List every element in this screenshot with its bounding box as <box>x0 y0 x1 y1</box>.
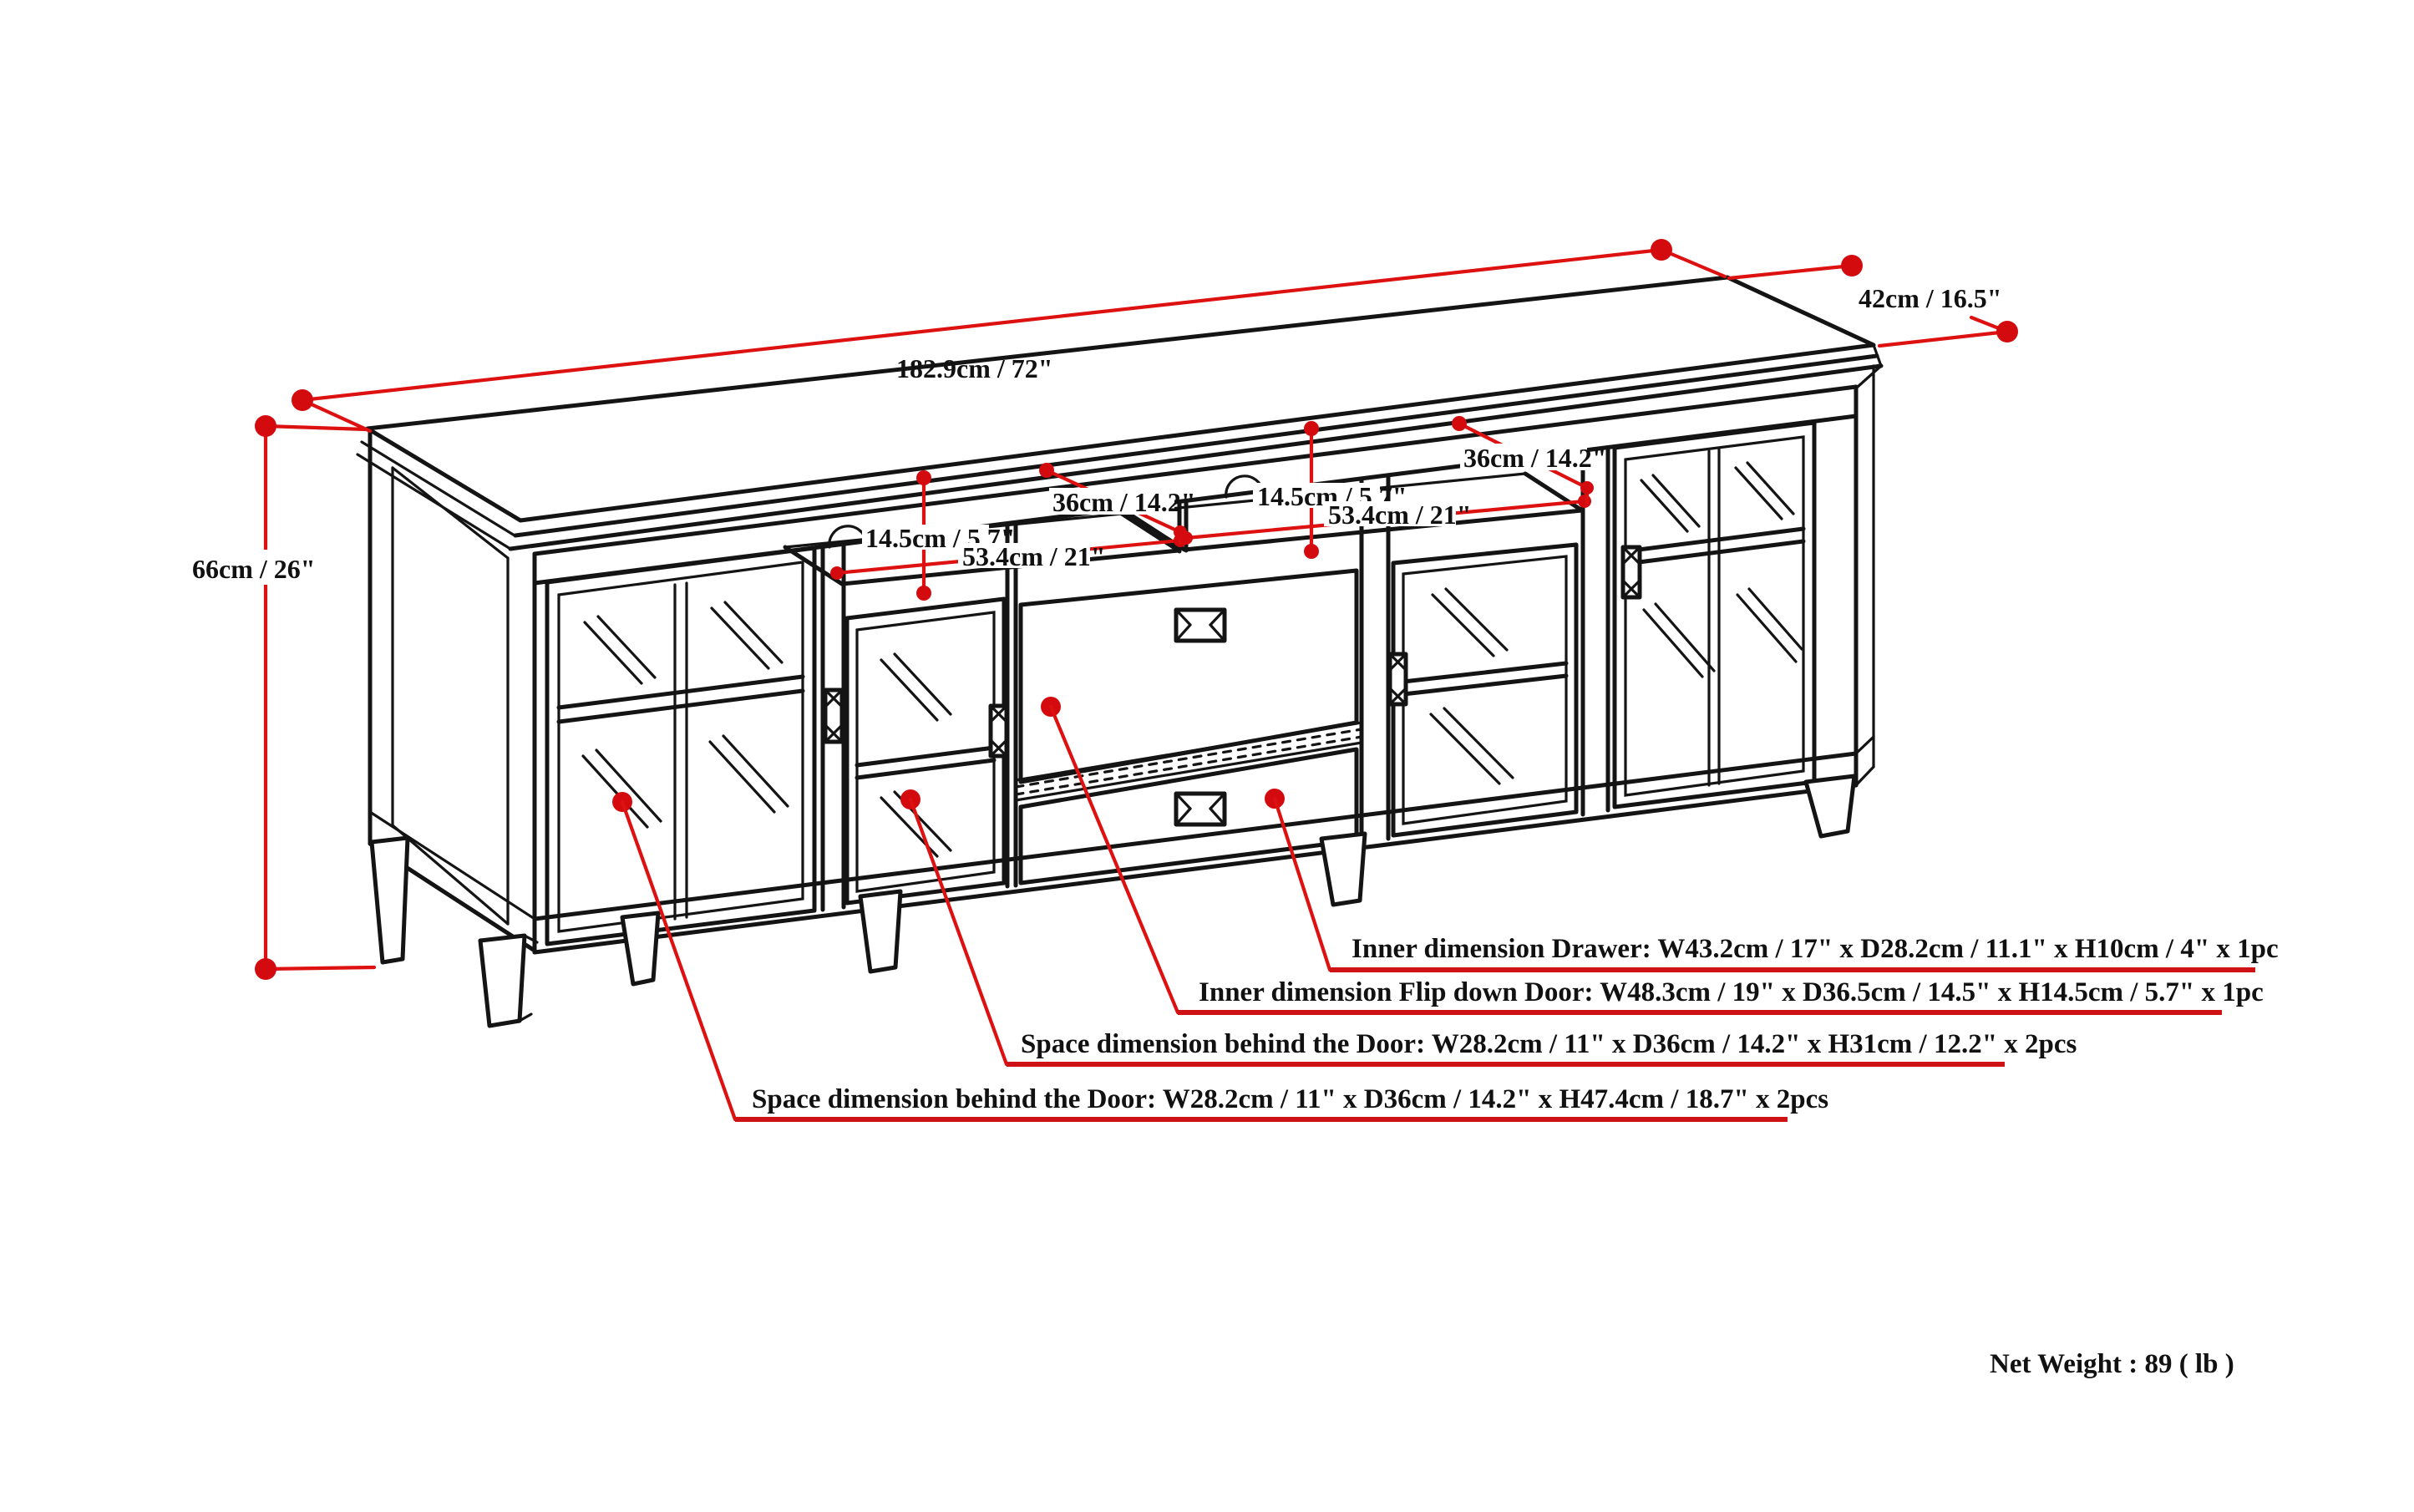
dimension-depth: 42cm / 16.5" <box>1727 255 2018 348</box>
dimension-shelf-right: 36cm / 14.2" 14.5cm / 5.7" 53.4cm / 21" <box>1179 416 1607 559</box>
door-handle-center-right <box>1387 652 1408 707</box>
dimension-width: 182.9cm / 72" <box>292 239 1727 434</box>
height-label: 66cm / 26" <box>192 554 316 584</box>
width-label: 182.9cm / 72" <box>896 353 1053 383</box>
drawer-handle <box>1174 791 1227 827</box>
callout-leaders <box>612 697 2255 1122</box>
glass-door-center-right <box>1387 542 1579 838</box>
door-handle-center-left <box>988 703 1009 759</box>
callout-center-door-space: Space dimension behind the Door: W28.2cm… <box>1021 1029 2077 1059</box>
dimension-height: 66cm / 26" <box>188 415 377 980</box>
media-column <box>1014 568 1363 885</box>
flip-door-handle <box>1174 607 1227 643</box>
net-weight-label: Net Weight : 89 ( lb ) <box>1990 1349 2234 1379</box>
door-handle-left-tall <box>823 688 844 744</box>
callout-end-door-space: Space dimension behind the Door: W28.2cm… <box>752 1084 1828 1114</box>
shelf-left-width-label: 53.4cm / 21" <box>962 541 1106 571</box>
shelf-right-width-label: 53.4cm / 21" <box>1328 500 1472 530</box>
callout-drawer: Inner dimension Drawer: W43.2cm / 17" x … <box>1352 934 2279 964</box>
glass-door-right-tall <box>1612 420 1817 809</box>
glass-door-left-tall <box>545 545 844 946</box>
dimension-shelf-left: 36cm / 14.2" 14.5cm / 5.7" 53.4cm / 21" <box>830 463 1196 601</box>
cabinet-top <box>356 275 1884 551</box>
shelf-left-depth-label: 36cm / 14.2" <box>1052 487 1196 517</box>
glass-door-center-left <box>844 596 1009 906</box>
depth-label: 42cm / 16.5" <box>1859 283 2002 313</box>
shelf-right-depth-label: 36cm / 14.2" <box>1463 443 1607 473</box>
cabinet-legs <box>369 774 1857 1028</box>
callout-flip-down-door: Inner dimension Flip down Door: W48.3cm … <box>1199 977 2264 1007</box>
callout-texts: Inner dimension Drawer: W43.2cm / 17" x … <box>752 934 2279 1114</box>
door-handle-right-tall <box>1620 545 1642 600</box>
